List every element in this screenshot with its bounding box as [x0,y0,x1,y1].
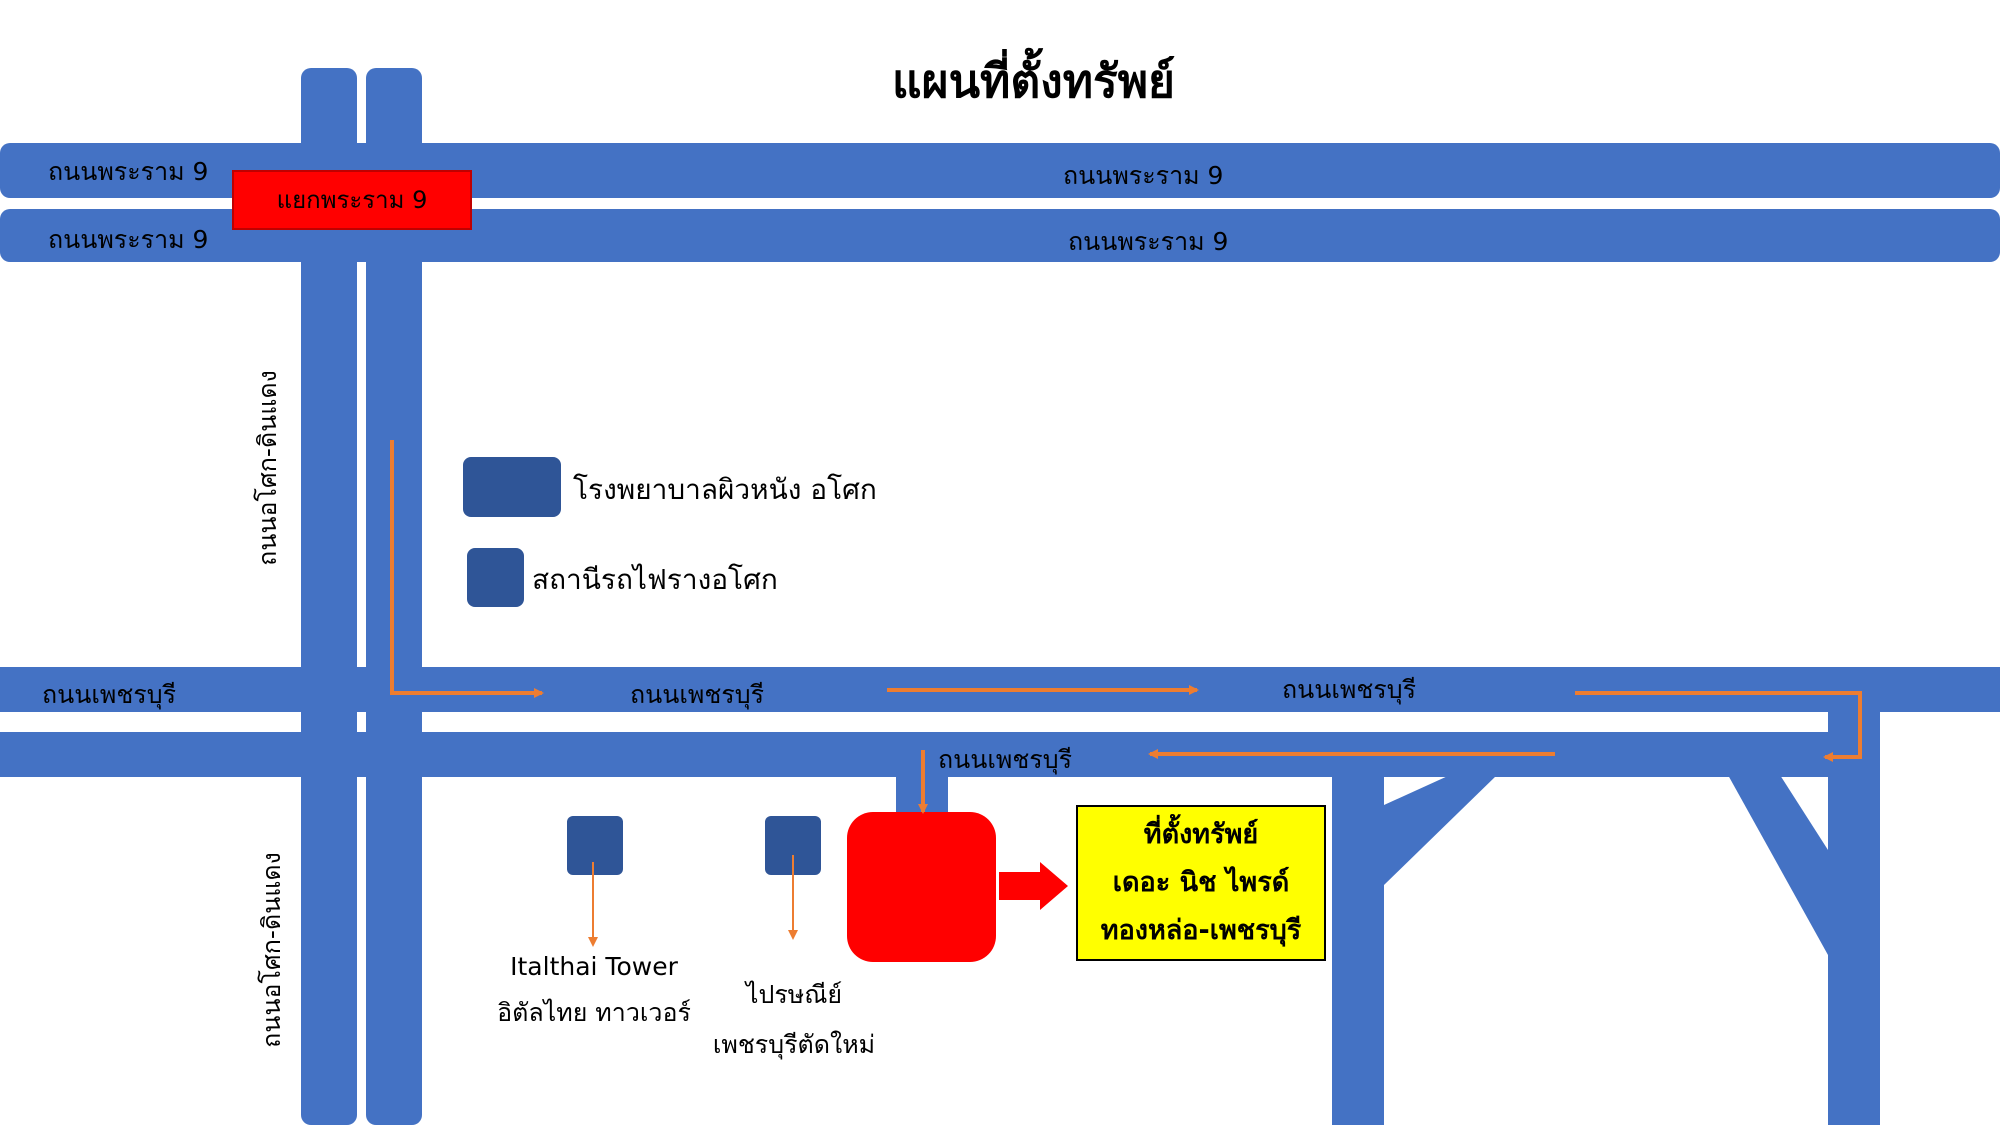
rama9-road-bottom [0,209,2000,262]
property-label-box: ที่ตั้งทรัพย์ เดอะ นิช ไพรด์ ทองหล่อ-เพช… [1076,805,1326,961]
italthai-tower-building [567,816,623,875]
post-office-building [765,816,821,875]
rama9-label-right-bottom: ถนนพระราม 9 [1068,227,1229,256]
post-office-label-line1: ไปรษณีย์ [745,980,843,1009]
route-arrow-u-turn [1575,691,1862,762]
property-label-line3: ทองหล่อ-เพชรบุรี [1100,915,1302,946]
hospital-legend-marker [463,457,561,517]
rama9-road-top [0,143,2000,198]
route-arrow-down-then-right [390,440,544,698]
diagonal-road-1 [1384,775,1497,885]
petchburi-label-lower: ถนนเพชรบุรี [938,745,1073,774]
petchburi-road-bottom [0,732,1880,777]
legend-label-rail-station: สถานีรถไฟรางอโศก [532,563,778,596]
side-road-2 [1828,712,1880,1125]
petchburi-label-mid: ถนนเพชรบุรี [630,680,765,709]
rama9-label-left-bottom: ถนนพระราม 9 [48,225,209,254]
asok-label-upper: ถนนอโศก-ดินแดง [253,370,282,566]
map-title: แผนที่ตั้งทรัพย์ [892,54,1176,108]
legend-label-hospital: โรงพยาบาลผิวหนัง อโศก [573,473,877,506]
rama9-label-right-top: ถนนพระราม 9 [1063,161,1224,190]
property-marker [847,812,996,962]
property-label-line1: ที่ตั้งทรัพย์ [1143,819,1259,850]
italthai-label-th: อิตัลไทย ทาวเวอร์ [497,998,691,1027]
rama9-label-left-top: ถนนพระราม 9 [48,157,209,186]
property-label-line2: เดอะ นิช ไพรด์ [1112,867,1290,898]
asok-road-left [301,68,357,1125]
petchburi-label-right: ถนนเพชรบุรี [1282,675,1417,704]
diagonal-road-2 [1728,775,1828,955]
side-road-1 [1332,775,1384,1125]
asok-label-lower: ถนนอโศก-ดินแดง [257,852,286,1048]
post-office-label-line2: เพชรบุรีตัดใหม่ [712,1030,876,1059]
rail-station-legend-marker [467,548,524,607]
rama9-junction-label: แยกพระราม 9 [232,170,472,230]
property-pointer-arrow [999,862,1068,910]
petchburi-label-left: ถนนเพชรบุรี [42,680,177,709]
italthai-label-en: Italthai Tower [510,952,678,981]
